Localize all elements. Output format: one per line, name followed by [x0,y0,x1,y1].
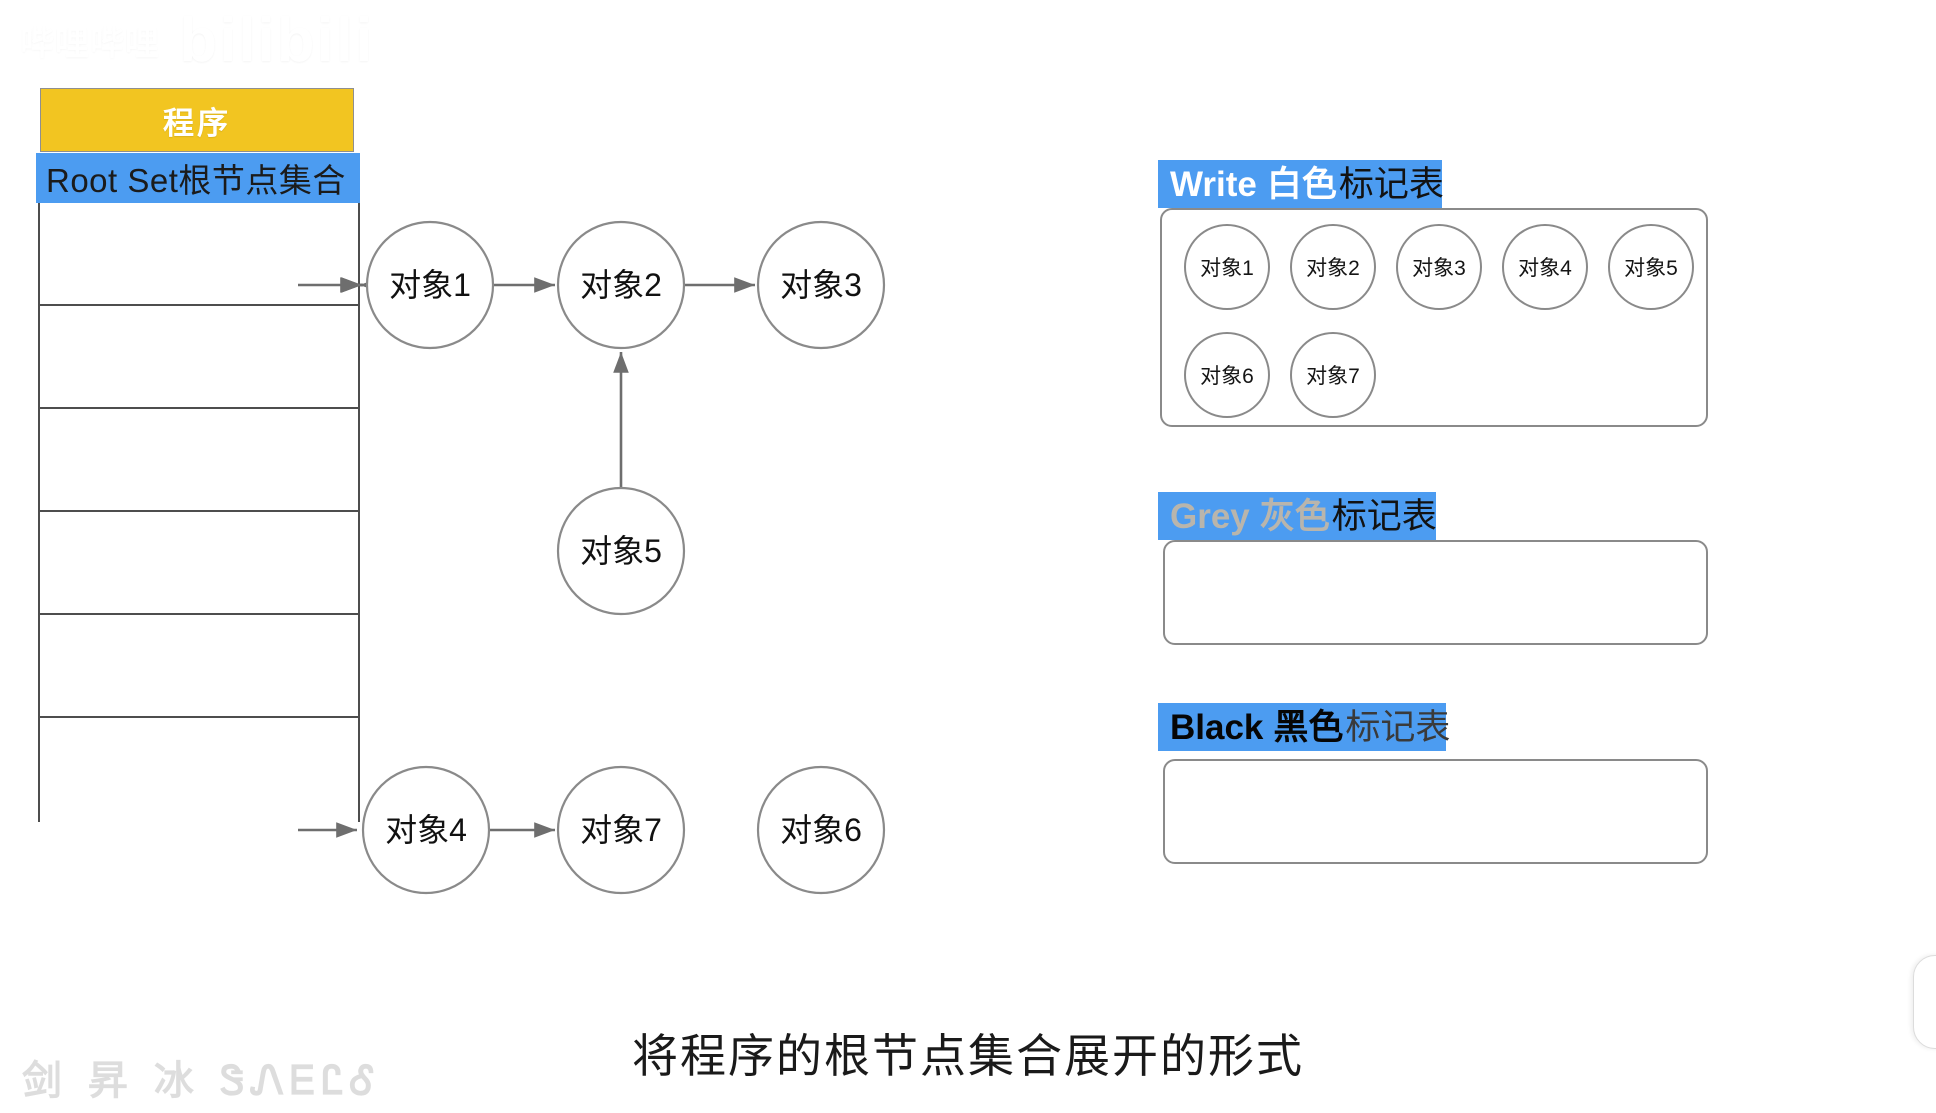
root-set-row[interactable] [40,718,358,822]
graph-node-obj1[interactable] [365,220,495,350]
graph-node-obj2[interactable] [556,220,686,350]
mark-node[interactable]: 对象5 [1608,224,1694,310]
graph-node-label-obj5: 对象5 [580,533,662,569]
black-mark-table-panel [1163,759,1708,864]
white-mark-row-1: 对象1 对象2 对象3 对象4 对象5 [1184,224,1714,310]
edge-panel-stub[interactable] [1913,955,1936,1049]
graph-node-label-obj1: 对象1 [389,267,471,303]
grey-mark-table-suffix: 标记表 [1331,496,1437,536]
root-set-row[interactable] [40,306,358,410]
root-set-row[interactable] [40,615,358,719]
root-set-row[interactable] [40,512,358,616]
graph-node-obj5[interactable] [556,486,686,616]
white-mark-table-en: Write [1170,164,1257,204]
white-mark-table-suffix: 标记表 [1338,164,1444,204]
mark-node[interactable]: 对象7 [1290,332,1376,418]
graph-node-obj7[interactable] [556,765,686,895]
mark-node[interactable]: 对象4 [1502,224,1588,310]
graph-node-obj6[interactable] [756,765,886,895]
white-mark-table-color: 白色 [1266,164,1337,204]
root-set-table [38,203,360,822]
root-set-row[interactable] [40,203,358,307]
diagram-caption: 将程序的根节点集合展开的形式 [632,1030,1304,1082]
program-box: 程序 [40,88,354,152]
graph-node-obj4[interactable] [361,765,491,895]
graph-node-label-obj4: 对象4 [385,812,467,848]
mark-node[interactable]: 对象3 [1396,224,1482,310]
grey-mark-table-en: Grey [1170,496,1250,536]
black-mark-table-en: Black [1170,707,1264,747]
graph-node-label-obj3: 对象3 [780,267,862,303]
white-mark-table-panel: 对象1 对象2 对象3 对象4 对象5 对象6 对象7 [1160,208,1708,427]
graph-node-label-obj2: 对象2 [580,267,662,303]
root-set-header-label: Root Set根节点集合 [46,162,346,199]
black-mark-table-color: 黑色 [1273,707,1344,747]
program-label: 程序 [163,105,231,141]
root-set-row[interactable] [40,409,358,513]
mark-node[interactable]: 对象6 [1184,332,1270,418]
graph-node-obj3[interactable] [756,220,886,350]
mark-node[interactable]: 对象1 [1184,224,1270,310]
grey-mark-table-panel [1163,540,1708,645]
black-mark-table-suffix: 标记表 [1345,707,1451,747]
graph-node-label-obj6: 对象6 [780,812,862,848]
mark-node[interactable]: 对象2 [1290,224,1376,310]
grey-mark-table-color: 灰色 [1259,496,1330,536]
white-mark-row-2: 对象6 对象7 [1184,332,1396,418]
graph-node-label-obj7: 对象7 [580,812,662,848]
root-set-header: Root Set根节点集合 [36,153,360,203]
